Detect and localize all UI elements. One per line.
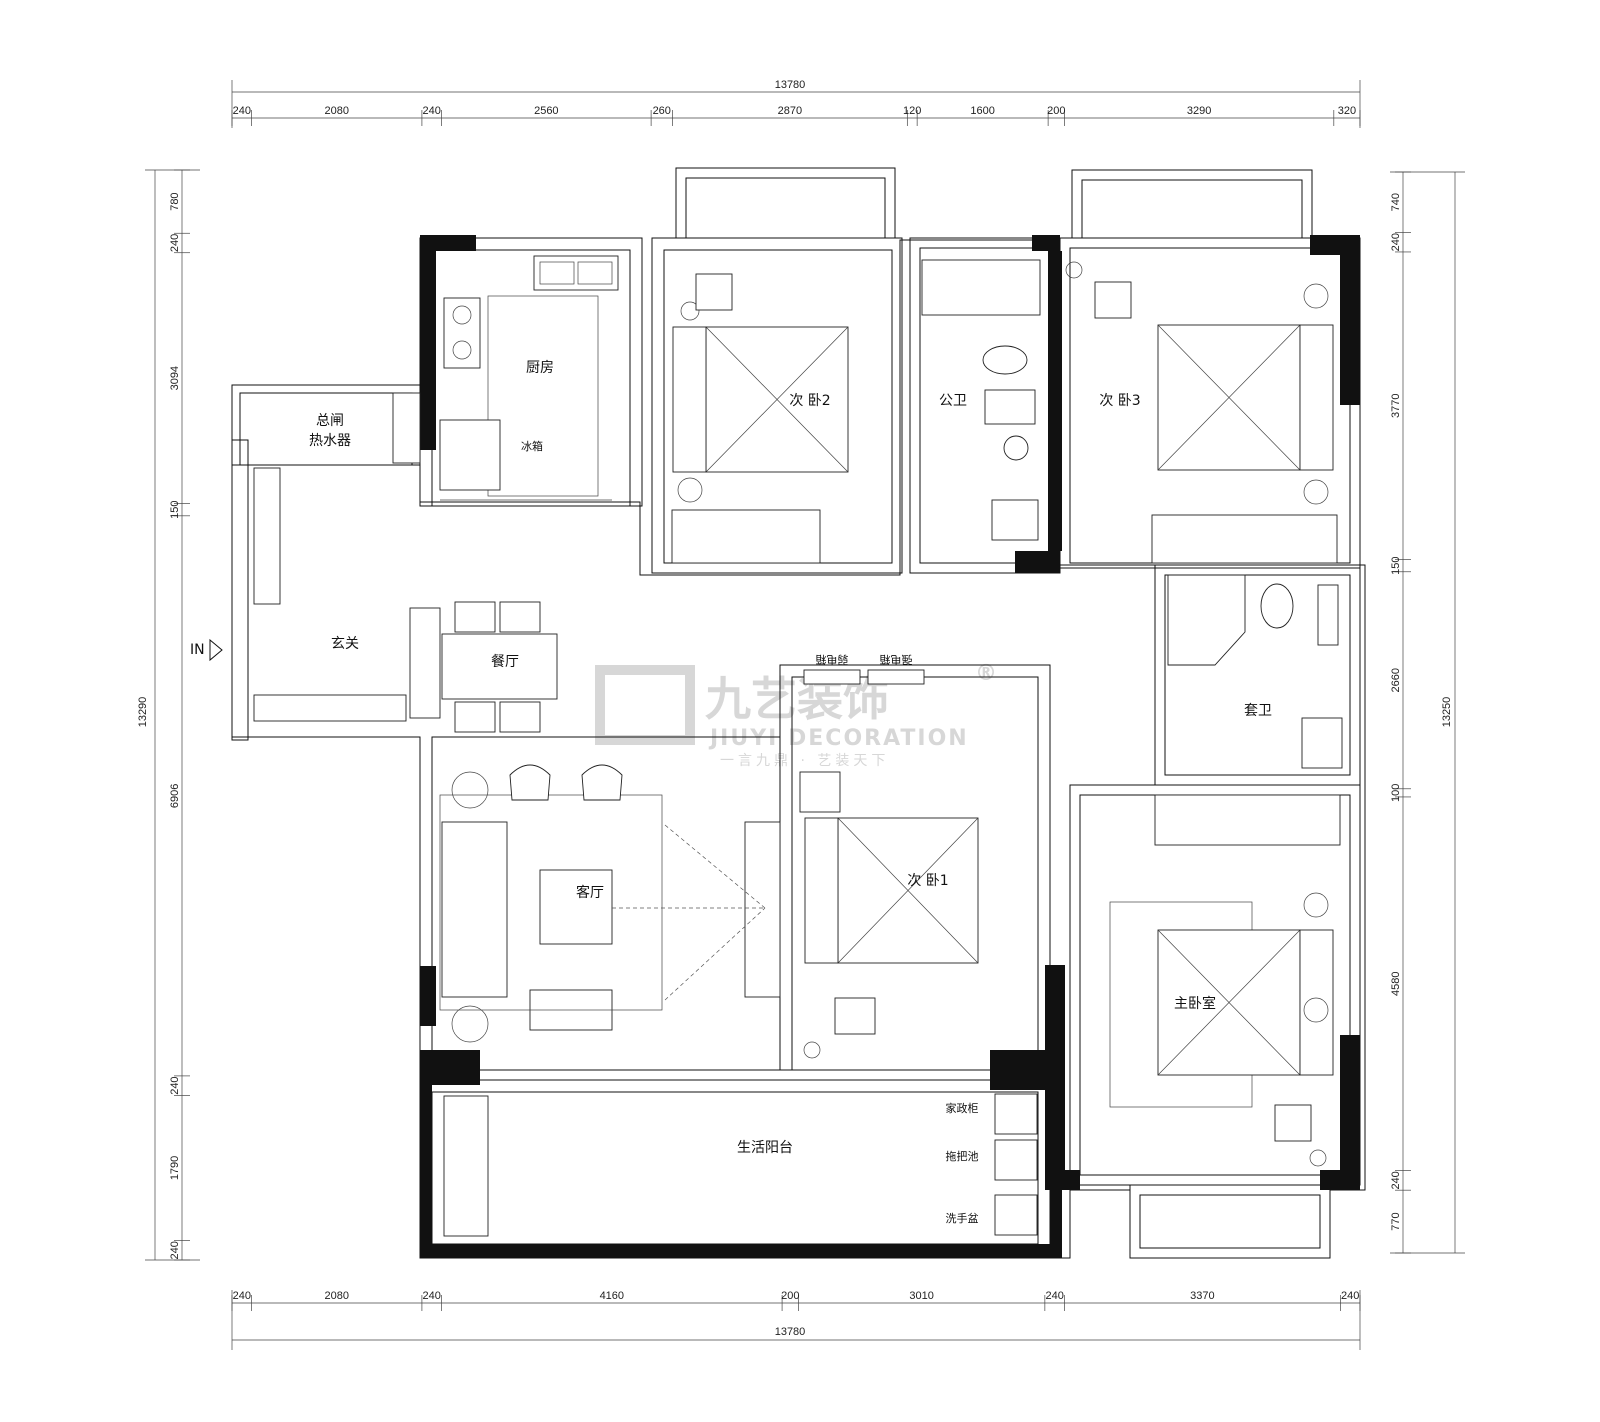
dim-right-segment-3: 150: [1390, 556, 1402, 574]
dim-top-segment-7: 1600: [970, 105, 994, 117]
watermark: 九艺装饰 ® JIUYI DECORATION 一言九鼎 · 艺装天下: [595, 661, 999, 769]
label-dining: 餐厅: [491, 654, 519, 670]
toilet: [982, 345, 1028, 375]
label-wash-basin: 洗手盆: [946, 1211, 979, 1225]
label-master: 主卧室: [1174, 995, 1216, 1012]
kitchen-stove: [443, 297, 481, 369]
dim-top-segment-10: 320: [1338, 105, 1356, 117]
dim-left-segment-4: 6906: [169, 784, 181, 808]
dim-top-segment-6: 120: [903, 105, 921, 117]
dim-left-segment-5: 240: [169, 1076, 181, 1094]
label-housekeeping: 家政柜: [946, 1101, 979, 1115]
dimension-top: 13780 240 2080 240 2560 260 2870 120 1600 200 329…: [231, 79, 1361, 128]
dim-right-segment-5: 100: [1390, 784, 1402, 802]
label-living: 客厅: [576, 884, 604, 901]
label-strong-box: 强电箱: [880, 653, 913, 667]
dim-top-segment-2: 240: [423, 105, 441, 117]
label-kitchen: 厨房: [526, 360, 554, 376]
dim-right-total: 13250: [1441, 697, 1453, 728]
label-mop-sink: 拖把池: [946, 1149, 979, 1163]
label-ensuite: 套卫: [1244, 703, 1272, 719]
dim-left-total: 13290: [137, 697, 149, 728]
entry-label: IN: [190, 642, 205, 658]
dim-bottom-segment-2: 240: [423, 1290, 441, 1302]
walls: [231, 167, 1366, 1259]
dim-bottom-segment-6: 240: [1045, 1290, 1063, 1302]
watermark-brand-en: JIUYI DECORATION: [708, 726, 969, 751]
entry-arrow-icon: [209, 638, 223, 662]
label-public-bath: 公卫: [939, 393, 967, 409]
dimension-right: 13250 740 240 3770 150 2660 100 4580 240 770: [1390, 171, 1465, 1254]
label-fridge: 冰箱: [521, 439, 543, 453]
dim-left-segment-2: 3094: [169, 366, 181, 390]
coffee-table: [539, 869, 613, 945]
dining-table: [441, 633, 558, 700]
dim-bottom-segment-1: 2080: [325, 1290, 349, 1302]
label-bedroom1: 次 卧1: [907, 873, 948, 889]
dim-left-segment-3: 150: [169, 501, 181, 519]
label-main-switch: 总闸: [316, 413, 344, 429]
dim-right-segment-7: 240: [1390, 1171, 1402, 1189]
label-bedroom2: 次 卧2: [789, 393, 830, 409]
watermark-reg: ®: [975, 661, 999, 686]
dim-bottom-segment-8: 240: [1341, 1290, 1359, 1302]
label-bedroom3: 次 卧3: [1099, 393, 1140, 409]
watermark-brand-cn: 九艺装饰: [705, 672, 889, 726]
dim-top-segment-4: 260: [653, 105, 671, 117]
label-foyer: 玄关: [331, 635, 359, 652]
dim-left-segment-6: 1790: [169, 1156, 181, 1180]
sofa: [441, 821, 508, 998]
kitchen-sink: [533, 255, 619, 291]
dim-right-segment-6: 4580: [1390, 972, 1402, 996]
bathtub: [921, 259, 1041, 316]
room-labels: 厨房 次 卧2 公卫 次 卧3 总闸 热水器 冰箱 玄关 餐厅 客厅 次 卧1 …: [190, 360, 1272, 1225]
label-water-heater: 热水器: [309, 433, 351, 449]
dim-right-segment-0: 740: [1390, 193, 1402, 211]
dim-top-segment-3: 2560: [534, 105, 558, 117]
dim-right-segment-2: 3770: [1390, 393, 1402, 417]
dim-top-segment-9: 3290: [1187, 105, 1211, 117]
dim-right-segment-4: 2660: [1390, 668, 1402, 692]
watermark-slogan: 一言九鼎 · 艺装天下: [720, 753, 889, 769]
dim-top-segment-8: 200: [1047, 105, 1065, 117]
dim-bottom-segment-4: 200: [781, 1290, 799, 1302]
label-weak-box: 弱电箱: [816, 653, 849, 667]
dim-left-segment-7: 240: [169, 1241, 181, 1259]
dim-left-segment-1: 240: [169, 234, 181, 252]
dim-bottom-total: 13780: [775, 1326, 806, 1338]
dim-bottom-segment-5: 3010: [909, 1290, 933, 1302]
fridge: [439, 419, 501, 491]
dim-bottom-segment-0: 240: [233, 1290, 251, 1302]
dim-left-segment-0: 780: [169, 192, 181, 210]
dim-right-segment-8: 770: [1390, 1212, 1402, 1230]
dim-bottom-segment-3: 4160: [600, 1290, 624, 1302]
dim-top-segment-1: 2080: [325, 105, 349, 117]
tv-cabinet: [744, 821, 781, 998]
furniture: [253, 255, 1343, 1237]
dim-right-segment-1: 240: [1390, 233, 1402, 251]
watermark-logo-mark: [595, 665, 695, 745]
dim-bottom-segment-7: 3370: [1190, 1290, 1214, 1302]
dim-top-total: 13780: [775, 79, 806, 91]
dim-top-segment-0: 240: [233, 105, 251, 117]
dimension-bottom: 13780 240 2080 240 4160 200 3010 240 3370 240: [231, 1290, 1361, 1350]
dim-top-segment-5: 2870: [778, 105, 802, 117]
label-balcony: 生活阳台: [737, 1140, 793, 1156]
dimension-left: 13290 780 240 3094 150 6906 240 1790 240: [137, 169, 200, 1261]
